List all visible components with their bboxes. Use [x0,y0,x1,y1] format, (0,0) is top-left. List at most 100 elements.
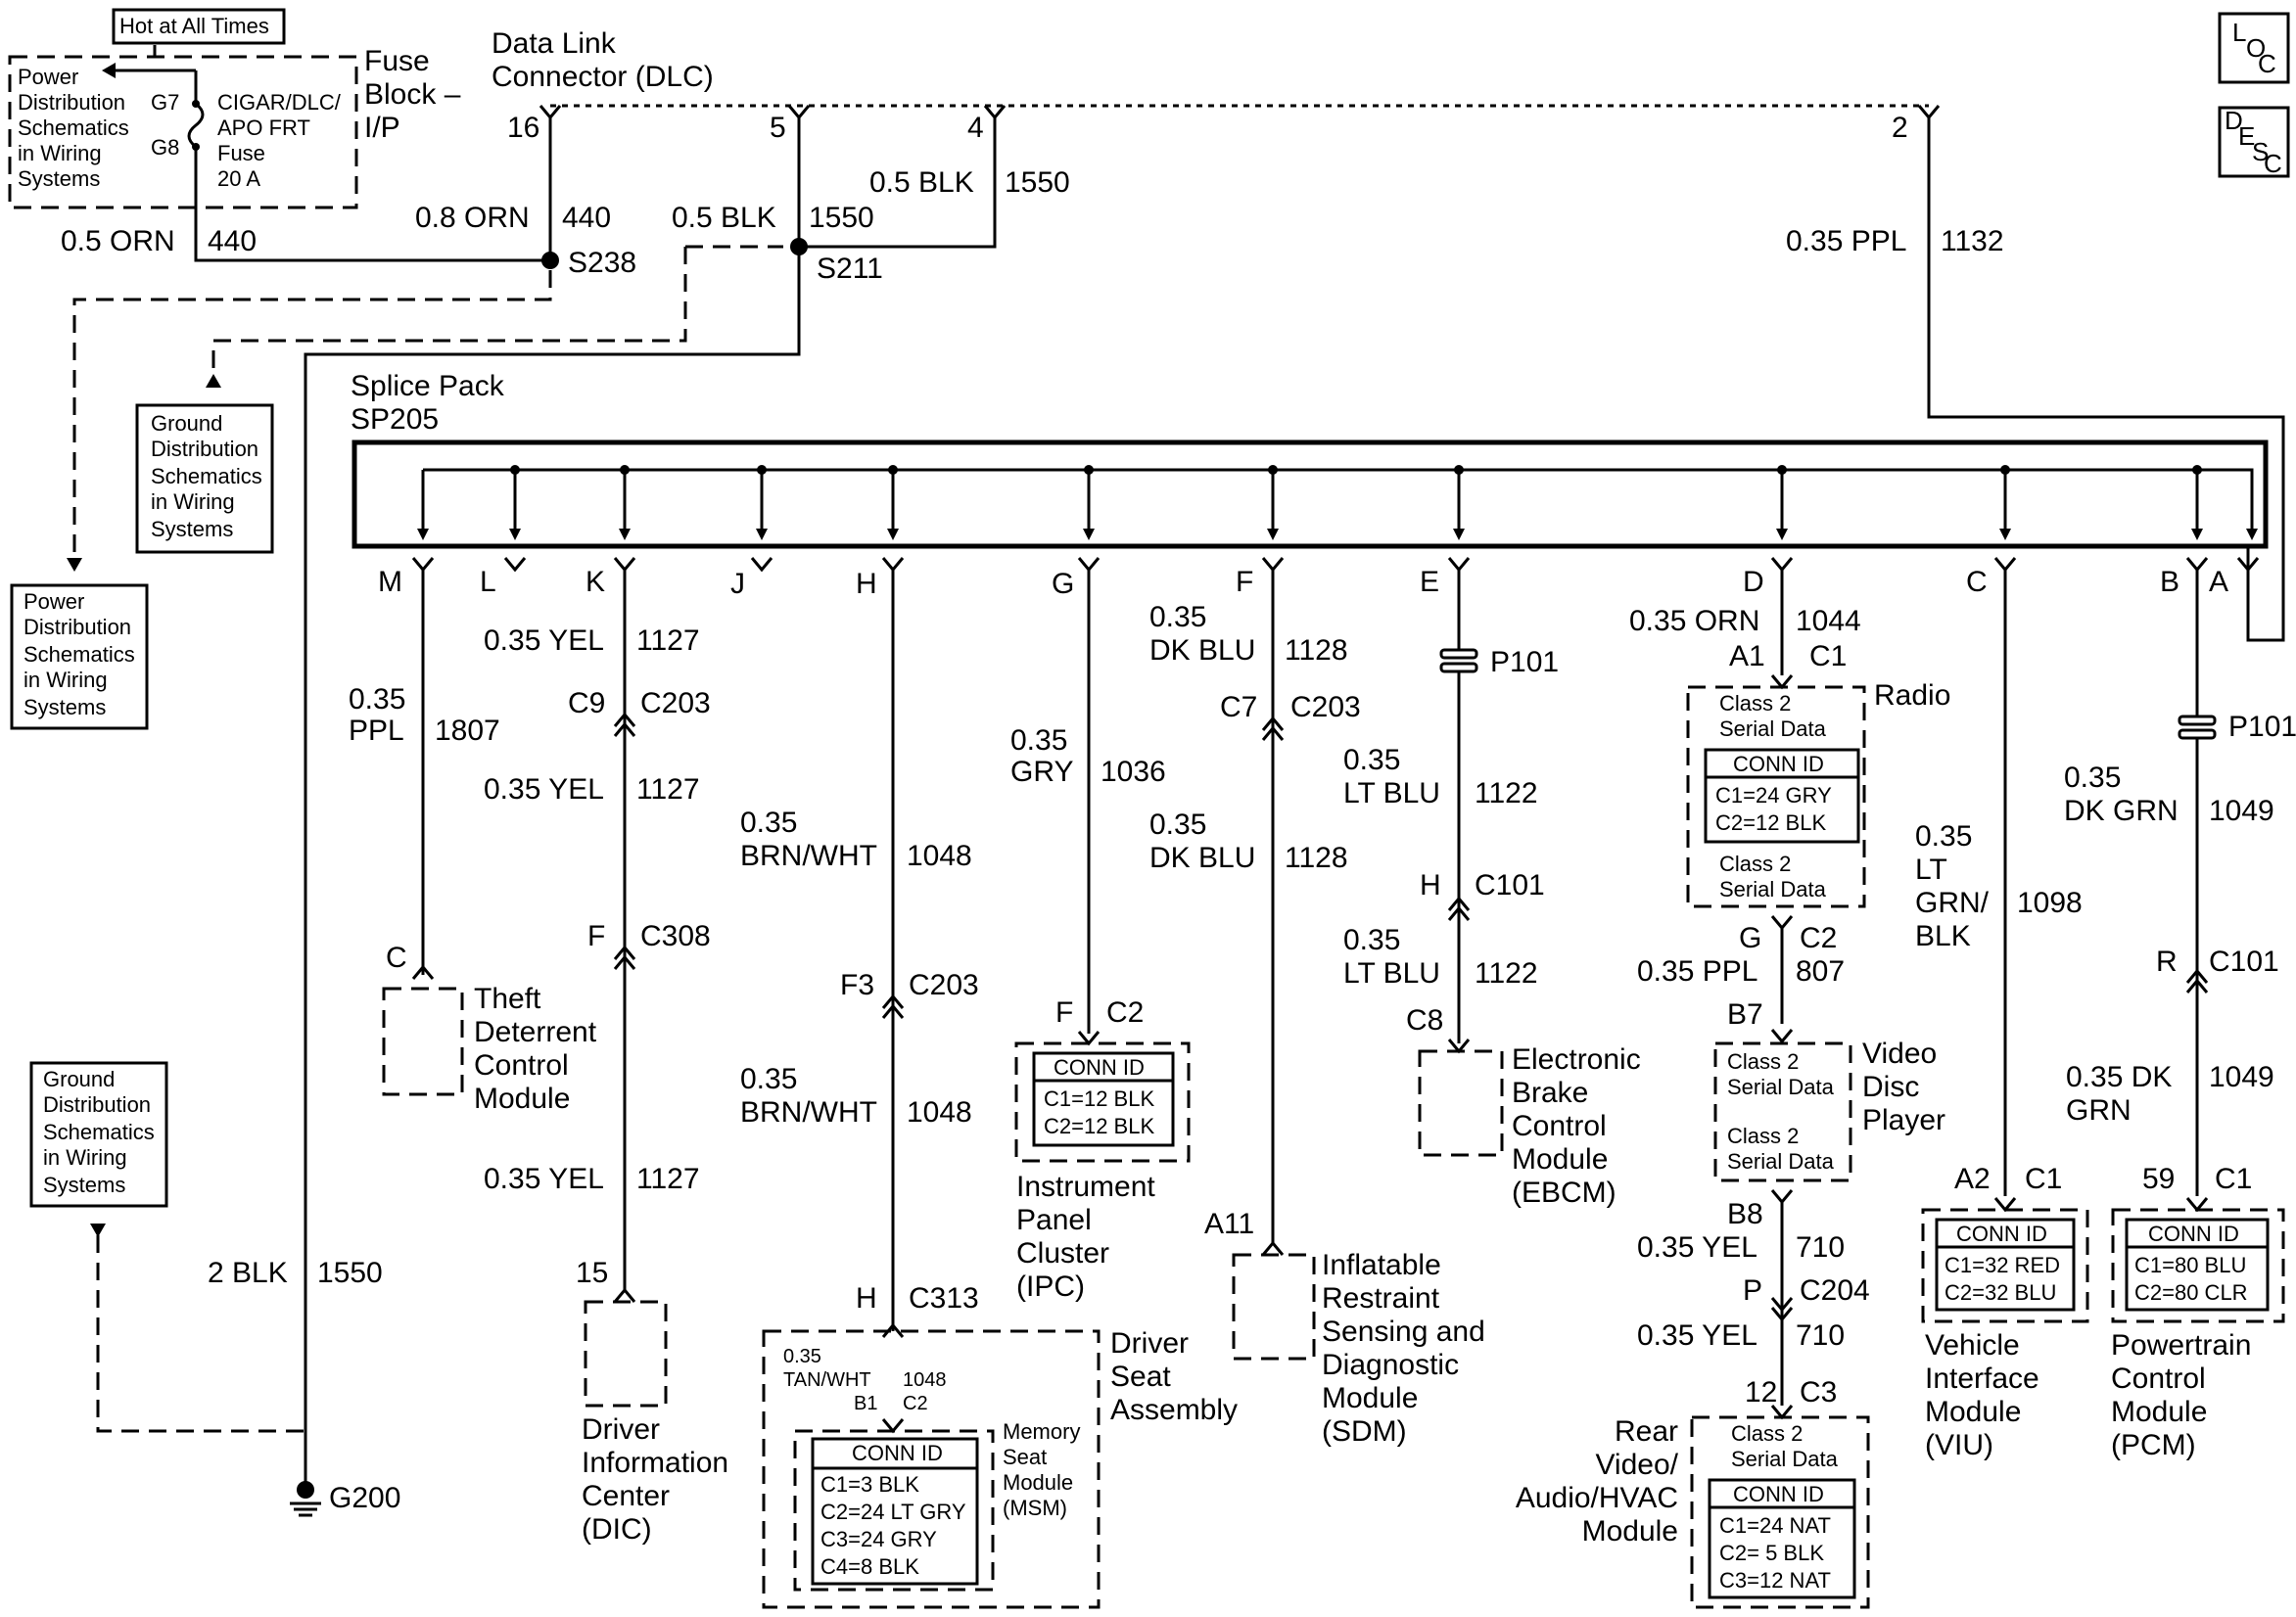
svg-text:Ground: Ground [151,411,222,436]
svg-text:LT BLU: LT BLU [1343,777,1440,809]
p101-passthrough-icon [2178,715,2217,740]
svg-text:C3=12 NAT: C3=12 NAT [1719,1568,1831,1593]
wire-5-num: 1550 [809,202,874,234]
ground-wire-color: 2 BLK [208,1257,288,1289]
hot-at-all-times-label: Hot at All Times [112,8,286,45]
desc-button[interactable]: D E S C [2218,106,2290,178]
svg-text:0.35: 0.35 [1343,744,1400,776]
svg-text:in Wiring: in Wiring [43,1145,127,1170]
svg-text:LT: LT [1915,854,1947,886]
svg-text:C2: C2 [1106,996,1144,1029]
svg-text:Serial Data: Serial Data [1719,716,1827,741]
svg-text:Information: Information [582,1447,728,1479]
arrow-left-icon [102,63,116,78]
svg-text:0.35 YEL: 0.35 YEL [1637,1231,1757,1264]
svg-text:Brake: Brake [1512,1077,1588,1109]
branch-k-dic: 0.35 YEL 1127 C9 C203 0.35 YEL 1127 F C3… [484,570,728,1546]
svg-text:C308: C308 [640,920,711,952]
svg-text:LT BLU: LT BLU [1343,957,1440,990]
svg-text:C1=24 NAT: C1=24 NAT [1719,1513,1831,1538]
svg-text:C3: C3 [1800,1376,1837,1409]
svg-text:S: S [2252,137,2269,166]
svg-text:Systems: Systems [18,166,100,191]
branch-f-sdm: 0.35 DK BLU 1128 C7 C203 0.35 DK BLU 112… [1149,570,1485,1448]
svg-text:0.35: 0.35 [1915,820,1972,853]
svg-text:Theft: Theft [474,983,541,1015]
ground-wire-num: 1550 [317,1257,383,1289]
svg-text:4: 4 [967,112,984,144]
svg-text:1049: 1049 [2209,1061,2274,1093]
svg-text:807: 807 [1796,955,1845,988]
svg-text:Block –: Block – [364,78,461,111]
svg-text:J: J [730,568,745,600]
svg-text:1044: 1044 [1796,605,1861,637]
svg-text:Module: Module [1925,1396,2021,1428]
svg-text:Schematics: Schematics [23,642,135,667]
svg-text:Deterrent: Deterrent [474,1016,597,1048]
svg-text:0.35: 0.35 [349,683,405,716]
svg-text:Power: Power [18,65,78,89]
branch-c-viu: 0.35 LT GRN/ BLK 1098 A2 C1 CONN ID C1=3… [1915,570,2089,1461]
svg-text:C203: C203 [909,969,979,1001]
svg-text:CONN ID: CONN ID [1733,1482,1824,1506]
svg-text:15: 15 [576,1257,608,1289]
svg-text:0.35 DK: 0.35 DK [2066,1061,2172,1093]
svg-text:0.35 PPL: 0.35 PPL [1637,955,1757,988]
svg-text:Distribution: Distribution [18,90,125,115]
svg-text:P101: P101 [2228,711,2296,743]
svg-text:710: 710 [1796,1319,1845,1352]
svg-text:Video: Video [1862,1038,1937,1070]
svg-text:1049: 1049 [2209,795,2274,827]
svg-text:0.35: 0.35 [1010,724,1067,757]
loc-button[interactable]: L O C [2218,12,2290,84]
svg-text:Control: Control [1512,1110,1607,1142]
svg-text:Power: Power [23,589,84,614]
power-distribution-ref-2[interactable]: Power Distribution Schematics in Wiring … [10,583,149,730]
svg-text:59: 59 [2142,1163,2175,1195]
svg-text:C101: C101 [2209,946,2279,978]
svg-text:C203: C203 [640,687,711,719]
svg-text:TAN/WHT: TAN/WHT [783,1369,871,1391]
svg-text:R: R [2156,946,2178,978]
svg-text:Center: Center [582,1480,670,1512]
svg-text:P101: P101 [1490,646,1559,678]
svg-text:(MSM): (MSM) [1003,1496,1067,1520]
svg-text:Distribution: Distribution [23,615,131,639]
svg-text:C1: C1 [1809,640,1847,672]
svg-text:E: E [1420,566,1439,598]
wire-16-color: 0.8 ORN [415,202,530,234]
svg-text:C9: C9 [568,687,605,719]
ground-distribution-ref-2[interactable]: Ground Distribution Schematics in Wiring… [29,1061,168,1208]
svg-text:Distribution: Distribution [43,1092,151,1117]
svg-text:PPL: PPL [349,715,404,747]
ground-distribution-ref-1[interactable]: Ground Distribution Schematics in Wiring… [135,403,274,554]
branch-e-ebcm: P101 0.35 LT BLU 1122 H C101 0.35 LT BLU… [1343,570,1641,1209]
svg-text:Class 2: Class 2 [1731,1421,1803,1446]
wire-440-color: 0.5 ORN [61,225,175,257]
svg-text:CONN ID: CONN ID [2148,1222,2239,1246]
svg-text:E: E [2238,121,2255,151]
wire-440-num: 440 [208,225,257,257]
svg-text:Hot at All Times: Hot at All Times [119,14,269,38]
svg-text:CONN ID: CONN ID [1054,1055,1145,1080]
radio-label: Radio [1874,679,1950,712]
svg-text:C: C [1966,566,1988,598]
svg-text:in Wiring: in Wiring [18,141,102,165]
svg-text:0.35 YEL: 0.35 YEL [484,1163,604,1195]
svg-text:0.35: 0.35 [740,807,797,839]
svg-text:GRN/: GRN/ [1915,887,1990,919]
svg-text:5: 5 [770,112,786,144]
svg-text:1127: 1127 [636,773,700,806]
svg-text:Module: Module [1512,1143,1608,1176]
svg-text:A11: A11 [1204,1208,1254,1240]
svg-text:0.35: 0.35 [783,1346,821,1367]
svg-text:C1: C1 [2215,1163,2252,1195]
svg-text:Module: Module [1003,1470,1073,1495]
svg-text:Class 2: Class 2 [1727,1049,1799,1074]
svg-text:1048: 1048 [907,840,972,872]
svg-text:DK BLU: DK BLU [1149,634,1255,667]
svg-text:Assembly: Assembly [1110,1394,1238,1426]
s211-label: S211 [817,253,883,285]
